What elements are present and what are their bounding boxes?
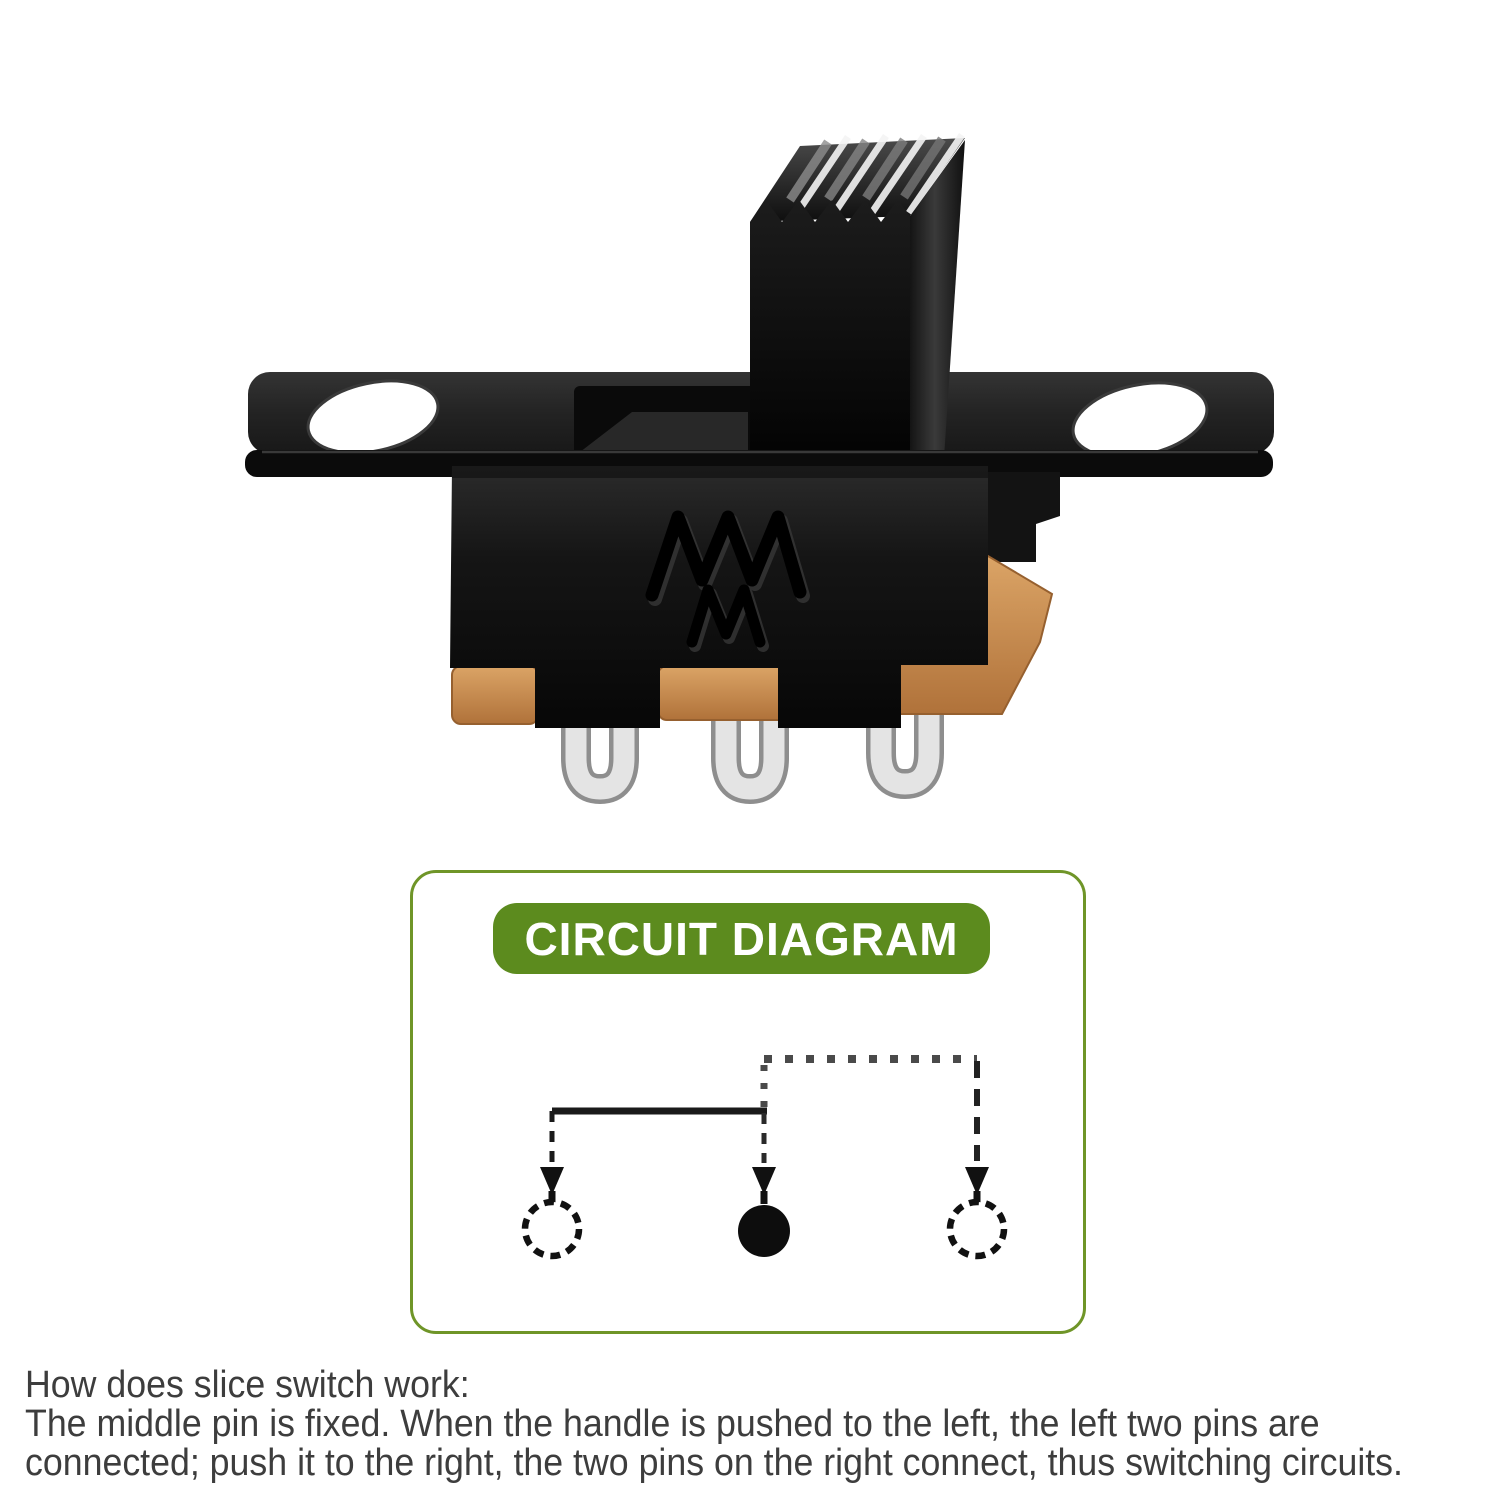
arrow-down-icon: [752, 1167, 776, 1204]
arrow-down-icon: [540, 1167, 564, 1204]
switch-body: [450, 466, 988, 728]
how-it-works-text: How does slice switch work: The middle p…: [25, 1366, 1403, 1483]
circuit-diagram-title: CIRCUIT DIAGRAM: [493, 903, 990, 974]
circuit-diagram: [521, 1055, 1008, 1260]
pin-left-symbol: [521, 1198, 583, 1260]
brand-logo-emboss: [645, 510, 810, 652]
switch-pins: [561, 675, 944, 805]
how-it-works-line: connected; push it to the right, the two…: [25, 1442, 1403, 1484]
circuit-diagram-panel: CIRCUIT DIAGRAM: [410, 870, 1086, 1334]
handle-serrations: [750, 133, 965, 222]
how-it-works-line: How does slice switch work:: [25, 1364, 470, 1406]
switch-handle: [750, 133, 965, 458]
pin-middle-symbol: [738, 1205, 790, 1257]
switch-pin: [711, 680, 789, 805]
arrow-down-icon: [965, 1167, 989, 1204]
dashed-connection-line: [760, 1055, 980, 1161]
switch-body-rear-block: [986, 472, 1060, 562]
switch-pin: [866, 675, 944, 800]
plate-body-seam: [452, 466, 988, 478]
switch-pin: [561, 680, 639, 805]
slide-switch-photo: [245, 133, 1274, 805]
pin-right-symbol: [946, 1198, 1008, 1260]
how-it-works-line: The middle pin is fixed. When the handle…: [25, 1403, 1320, 1445]
